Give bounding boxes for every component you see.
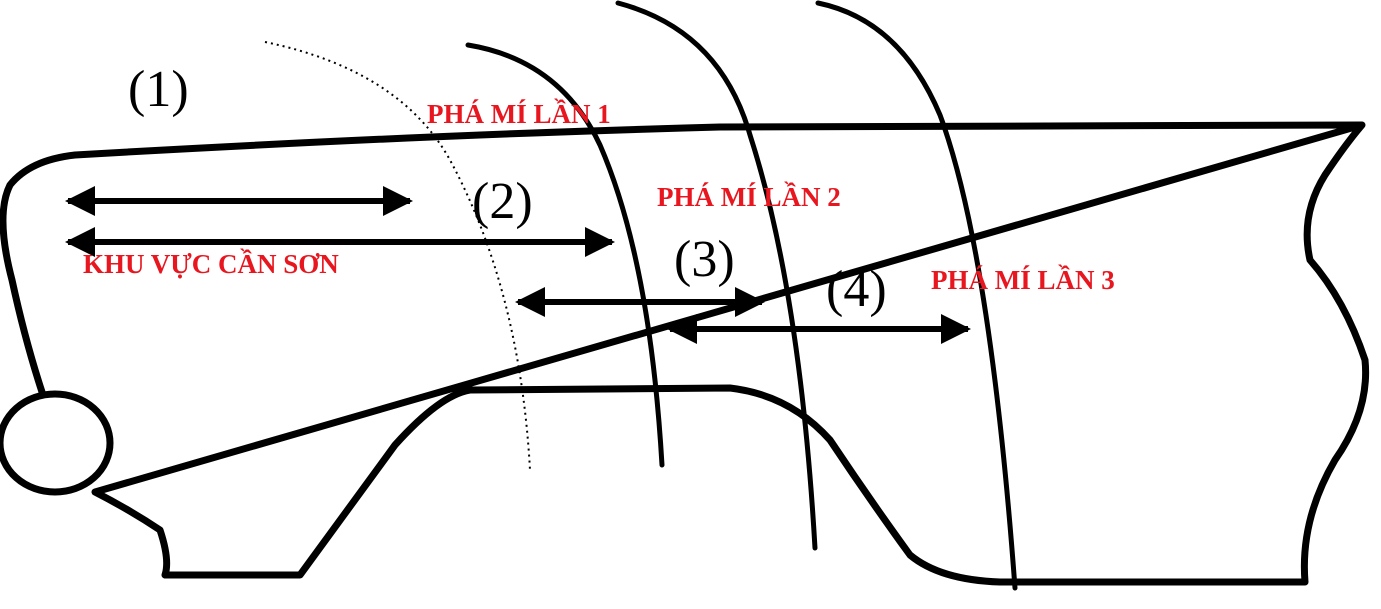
feather-curve-2	[615, 0, 818, 551]
dotted-boundary-line	[264, 41, 531, 471]
label-area-to-paint: KHU VỰC CẦN SƠN	[83, 248, 339, 279]
headlight-circle	[0, 390, 114, 496]
label-feather-1: PHÁ MÍ LẦN 1	[427, 98, 611, 129]
zone-label-4: (4)	[826, 261, 887, 318]
car-body-outline	[0, 121, 1370, 586]
zone-label-3: (3)	[674, 231, 735, 288]
zone-label-1: (1)	[128, 61, 189, 118]
feather-curve-3	[815, 0, 1018, 591]
zone-label-2: (2)	[472, 173, 533, 230]
label-feather-2: PHÁ MÍ LẦN 2	[657, 181, 841, 212]
feather-curve-1	[465, 42, 665, 468]
label-feather-3: PHÁ MÍ LẦN 3	[931, 264, 1115, 295]
